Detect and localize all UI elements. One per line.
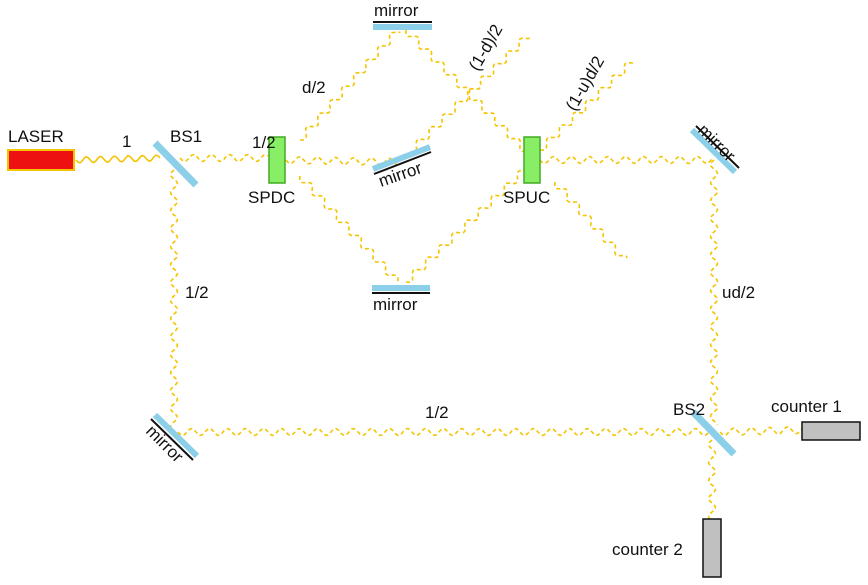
mirror-upper-right-label: mirror (694, 120, 739, 165)
beam-label-d-half: d/2 (302, 78, 326, 97)
mirror-upper-right (689, 125, 740, 175)
beam-bs2-to-counter1 (719, 426, 803, 437)
beam-label-half-bottom: 1/2 (425, 403, 449, 422)
beam-spuc-lower-output (553, 181, 628, 259)
laser-source (7, 149, 75, 171)
counter-2-label: counter 2 (612, 540, 683, 559)
mirror-bottom (372, 285, 430, 294)
beam-top-mirror-to-spuc (404, 29, 524, 153)
spuc-label: SPUC (503, 188, 550, 207)
beam-label-half-spdc: 1/2 (252, 133, 276, 152)
beam-mirror-ur-to-bs2 (709, 159, 719, 426)
spuc-crystal (523, 136, 541, 184)
counter-1-detector (801, 421, 861, 441)
laser-label: LASER (8, 127, 64, 146)
beam-bs2-to-counter2 (707, 439, 717, 521)
spdc-label: SPDC (248, 188, 295, 207)
beam-mirror-ll-to-bs2 (177, 427, 713, 437)
mirror-middle (371, 144, 432, 175)
beam-spuc-to-mirror-ur (539, 155, 713, 165)
mirror-top (373, 21, 432, 30)
counter-2-detector (702, 518, 722, 578)
counter-1-label: counter 1 (771, 397, 842, 416)
mirror-bottom-label: mirror (373, 295, 418, 314)
beam-paths (75, 29, 803, 521)
beam-bs1-to-mirror-ll (169, 169, 179, 431)
bs2-label: BS2 (673, 400, 705, 419)
beam-spdc-to-top-mirror (300, 31, 401, 141)
beam-label-ud-half: ud/2 (722, 283, 755, 302)
beam-bottom-mirror-to-spuc (405, 169, 527, 284)
beam-splitter-bs1 (152, 140, 199, 188)
laser-beam (75, 154, 161, 164)
beam-label-1: 1 (122, 132, 131, 151)
bs1-label: BS1 (170, 127, 202, 146)
mirror-lower-left (150, 412, 200, 461)
beam-spdc-to-bottom-mirror (298, 175, 399, 283)
beam-label-1-minus-d-half: (1-d)/2 (465, 21, 506, 74)
beam-label-1-minus-u-d-half: (1-u)d/2 (562, 53, 608, 114)
beam-label-half-left: 1/2 (185, 283, 209, 302)
beam-mid-mirror-to-1-d-output (409, 37, 531, 154)
spdc-crystal (268, 136, 286, 184)
mirror-top-label: mirror (374, 1, 419, 20)
beam-splitter-bs2 (690, 409, 737, 457)
beam-bs1-to-spdc (179, 153, 269, 163)
